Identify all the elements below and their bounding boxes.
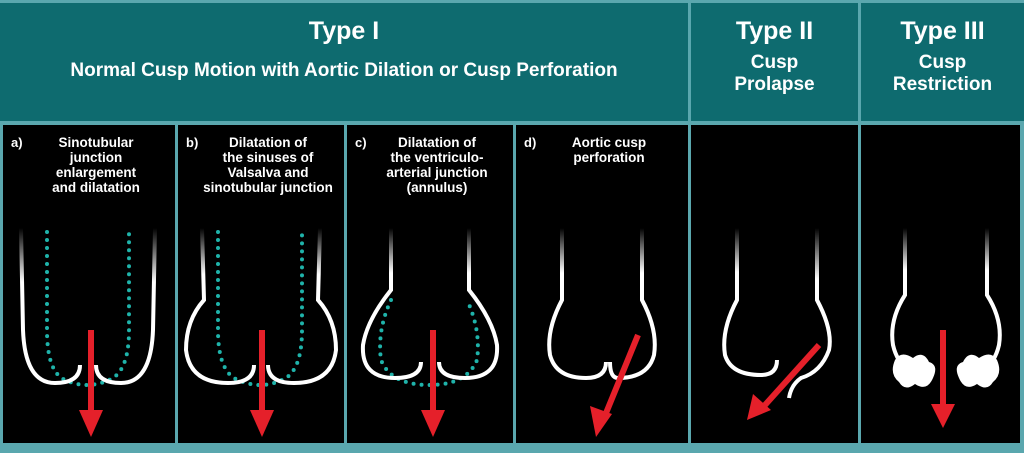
aortic-wall-left	[183, 227, 256, 386]
root-dilation-illustration	[19, 227, 157, 437]
aortic-wall-right	[608, 228, 657, 381]
normal-root-outline	[45, 230, 131, 387]
type-1-header: Type I Normal Cusp Motion with Aortic Di…	[0, 3, 688, 121]
prolapsed-cusp	[787, 228, 832, 399]
regurgitation-arrow	[250, 330, 274, 437]
regurgitation-arrow	[747, 342, 822, 420]
root-dilation-illustration	[360, 228, 500, 437]
regurgitation-arrow	[421, 330, 445, 437]
panel-letter: b)	[186, 135, 199, 150]
thickened-cusp-right	[956, 354, 1000, 388]
aortic-wall-left	[360, 228, 423, 381]
aortic-wall-left	[19, 227, 82, 386]
type-2-title: Type II	[735, 17, 814, 45]
aortic-wall-right	[983, 228, 1002, 370]
subtitle-line: Prolapse	[734, 74, 815, 95]
aortic-wall-right	[94, 227, 157, 386]
aortic-wall-right	[437, 228, 500, 381]
thickened-cusp-left	[892, 354, 936, 388]
regurgitation-arrow	[931, 330, 955, 428]
regurgitation-arrow	[79, 330, 103, 437]
panel-letter: a)	[11, 135, 23, 150]
cusp-prolapse-illustration	[722, 228, 832, 420]
cusp-restriction-illustration	[890, 228, 1002, 428]
aortic-wall-right	[266, 227, 339, 386]
type-3-title: Type III	[900, 17, 985, 45]
type-1-title: Type I	[308, 17, 380, 45]
panel-letter: d)	[524, 135, 537, 150]
aortic-wall-left	[890, 228, 909, 370]
subtitle-line: Restriction	[892, 74, 993, 95]
aortic-wall-left	[547, 228, 608, 381]
subtitle-line: Cusp	[918, 52, 967, 73]
subtitle-line: Cusp	[750, 52, 799, 73]
panel-type-3	[861, 125, 1020, 443]
panel-letter: c)	[355, 135, 367, 150]
cusp-perforation-illustration	[547, 228, 657, 437]
regurgitation-arrow	[590, 333, 641, 437]
root-dilation-illustration	[183, 227, 339, 437]
type-1-subtitle: Normal Cusp Motion with Aortic Dilation …	[70, 60, 618, 81]
panel-type-2	[691, 125, 858, 443]
aortic-wall-left	[722, 228, 779, 378]
